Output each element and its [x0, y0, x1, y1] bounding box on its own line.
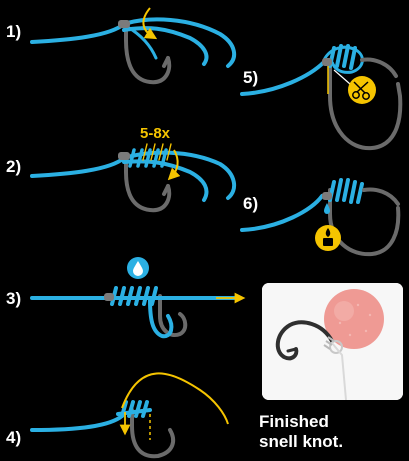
step-5-label: 5): [243, 68, 259, 87]
step-2-label: 2): [6, 157, 22, 176]
lighter-flame-icon: [315, 225, 341, 251]
step-6-label: 6): [243, 194, 259, 213]
step-3-label: 3): [6, 289, 22, 308]
scissors-icon: [348, 76, 376, 104]
step-5-illustration: [240, 44, 403, 151]
caption-line-2: snell knot.: [259, 432, 344, 451]
wrap-count-label: 5-8x: [140, 125, 171, 142]
step-3-illustration: [30, 257, 246, 339]
step-4-illustration: [30, 372, 229, 459]
finished-caption: Finished snell knot.: [259, 412, 343, 452]
hook-bead-illustration: [262, 283, 403, 400]
step-1-label: 1): [6, 22, 22, 41]
step-4-label: 4): [6, 428, 22, 447]
step-1-illustration: [30, 7, 237, 85]
finished-knot-photo: [262, 283, 403, 400]
water-drop-icon: [127, 257, 149, 279]
step-6-illustration: [240, 178, 401, 257]
step-2-illustration: 5-8x: [30, 125, 237, 213]
caption-line-1: Finished: [259, 412, 329, 431]
